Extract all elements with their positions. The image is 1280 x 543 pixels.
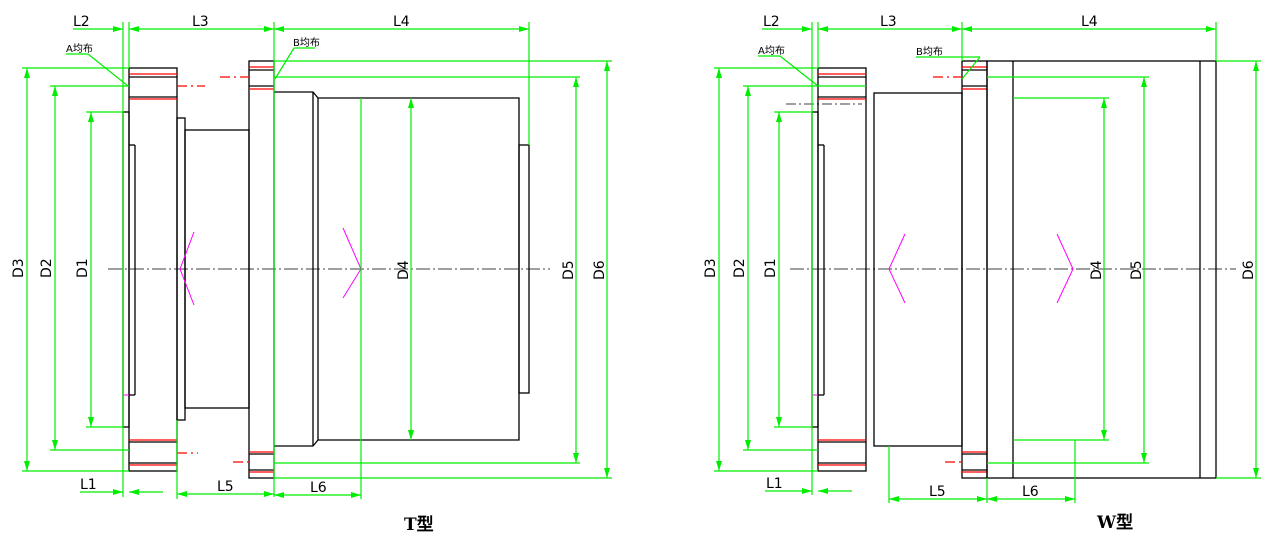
note-a: A均布	[66, 43, 93, 55]
dimensions	[22, 22, 612, 499]
dim-l4: L4	[393, 14, 410, 30]
weld-mark	[179, 231, 195, 306]
note-b: B均布	[293, 37, 320, 49]
dim-l6: L6	[1022, 484, 1039, 500]
dim-l2: L2	[763, 14, 780, 30]
shaft	[873, 92, 963, 447]
dim-d1: D1	[75, 258, 91, 278]
dimensions	[714, 22, 1261, 503]
flange-b	[220, 60, 275, 479]
drawing-title: T型	[404, 514, 434, 535]
dim-d5: D5	[1129, 260, 1145, 280]
dim-l1: L1	[80, 477, 97, 493]
dim-d2: D2	[732, 258, 748, 278]
flange-b	[933, 60, 988, 479]
note-a: A均布	[758, 45, 785, 57]
drawing-title: W型	[1096, 512, 1133, 533]
gear-body	[986, 60, 1217, 479]
dim-l4: L4	[1081, 14, 1098, 30]
dim-l3: L3	[880, 14, 897, 30]
shaft	[184, 129, 250, 409]
dim-l1: L1	[766, 476, 783, 492]
dimension-labels: L2 L3 L4 L1 L5 L6 D3 D2 D1 D4 D5 D6 A均布 …	[11, 14, 608, 496]
gear-body	[274, 91, 530, 447]
dimension-labels: L2 L3 L4 L1 L5 L6 D3 D2 D1 D4 D5 D6 A均布 …	[703, 14, 1257, 500]
dim-l6: L6	[310, 480, 327, 496]
dim-l5: L5	[929, 484, 946, 500]
dim-d5: D5	[561, 260, 577, 280]
flange-a	[122, 67, 205, 472]
dim-l5: L5	[217, 479, 234, 495]
weld-mark	[1056, 233, 1074, 304]
dim-d4: D4	[396, 260, 412, 280]
dim-d3: D3	[703, 258, 719, 278]
dim-d6: D6	[1241, 260, 1257, 280]
dim-d4: D4	[1089, 260, 1105, 280]
dim-d6: D6	[592, 260, 608, 280]
t-type-drawing: L2 L3 L4 L1 L5 L6 D3 D2 D1 D4 D5 D6 A均布 …	[11, 14, 612, 535]
note-b: B均布	[916, 46, 943, 58]
dim-l2: L2	[73, 14, 90, 30]
dim-d2: D2	[39, 258, 55, 278]
w-type-drawing: L2 L3 L4 L1 L5 L6 D3 D2 D1 D4 D5 D6 A均布 …	[703, 14, 1261, 533]
dim-d3: D3	[11, 258, 27, 278]
dim-d1: D1	[763, 258, 779, 278]
weld-mark	[888, 233, 906, 304]
dim-l3: L3	[192, 14, 209, 30]
flange-a	[786, 67, 867, 472]
weld-mark	[342, 227, 362, 299]
